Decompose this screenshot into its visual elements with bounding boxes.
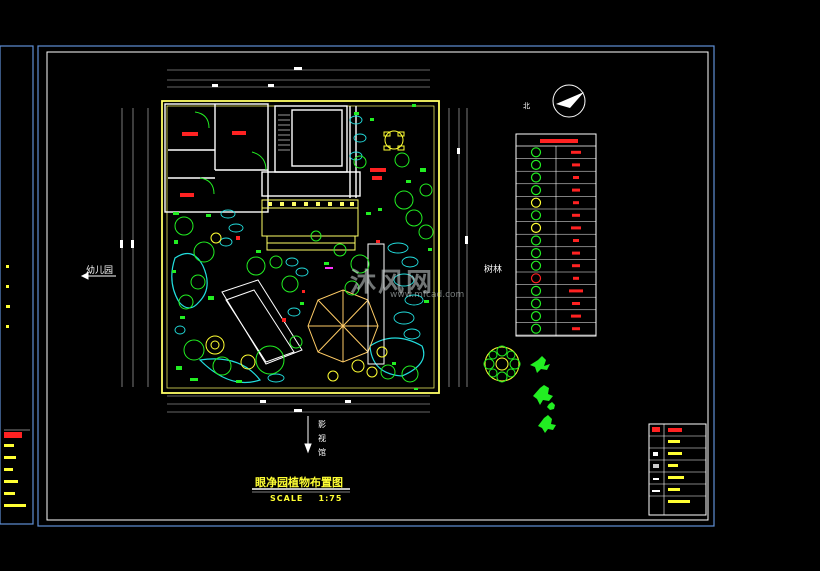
drawing-sheet-frame	[0, 45, 715, 527]
flower-symbol-icon	[483, 345, 521, 383]
rock-stones	[174, 115, 424, 383]
east-neighbor-label: 树林	[484, 265, 503, 275]
dimension-ticks	[120, 67, 468, 412]
legend-plant-name	[572, 251, 580, 255]
legend-plant-name	[572, 188, 580, 192]
room-labels	[180, 131, 386, 197]
drawing-title: 眼净园植物布置图	[255, 476, 343, 489]
legend-plant-symbol	[530, 147, 542, 158]
legend-plant-name	[571, 150, 581, 154]
watermark: 沐风网	[350, 268, 435, 298]
legend-plant-name	[572, 302, 580, 305]
scale-label: SCALE 1:75	[270, 494, 342, 503]
legend-plant-name	[573, 176, 579, 179]
scale-label-text: SCALE	[270, 494, 304, 503]
legend-plant-name	[573, 201, 579, 205]
legend-plant-name	[572, 163, 580, 167]
plant-legend-table	[515, 133, 597, 337]
garden-paths	[221, 279, 303, 365]
legend-plant-name	[569, 289, 583, 293]
railing	[268, 202, 354, 206]
legend-plant-name	[571, 226, 581, 230]
pavilion	[307, 243, 385, 365]
legend-plant-symbol	[530, 311, 542, 322]
legend-plant-symbol	[530, 210, 542, 221]
legend-plant-symbol	[530, 273, 542, 284]
watermark-url: www.mfcad.com	[390, 290, 465, 300]
south-neighbor-label: 影视馆	[318, 420, 326, 457]
stairs	[278, 114, 290, 151]
doors	[194, 111, 267, 195]
legend-plant-symbol	[530, 222, 542, 233]
legend-plant-name	[573, 276, 579, 280]
accent-flowers	[236, 236, 380, 322]
legend-plant-symbol	[530, 298, 542, 309]
terrace-steps	[261, 199, 359, 251]
title-block	[648, 423, 707, 516]
legend-plant-symbol	[530, 248, 542, 259]
title-underline	[252, 488, 350, 493]
legend-plant-symbol	[530, 260, 542, 271]
west-direction-arrow	[80, 272, 116, 280]
legend-plant-name	[573, 239, 579, 242]
legend-plant-symbol	[530, 323, 542, 334]
tree-symbols	[174, 152, 434, 383]
legend-plant-symbol	[530, 159, 542, 170]
south-direction-arrow	[304, 416, 312, 454]
legend-plant-name	[572, 327, 580, 331]
legend-plant-symbol	[530, 235, 542, 246]
west-neighbor-label: 幼儿园	[86, 266, 114, 276]
legend-plant-symbol	[530, 185, 542, 196]
previous-sheet-fragment	[4, 265, 30, 507]
legend-plant-symbol	[530, 172, 542, 183]
building-walls	[164, 103, 361, 213]
dimension-lines	[121, 69, 468, 413]
north-arrow-icon	[552, 84, 586, 118]
ground-cover-marks	[172, 104, 432, 390]
legend-plant-symbol	[530, 197, 542, 208]
shrub-symbol-icon	[530, 356, 556, 433]
scale-value: 1:75	[318, 494, 343, 503]
north-label: 北	[523, 102, 530, 110]
legend-plant-name	[571, 314, 581, 318]
plant-legend-rows	[516, 147, 596, 336]
legend-plant-name	[572, 213, 580, 217]
legend-plant-symbol	[530, 285, 542, 296]
yellow-shrub-symbols	[205, 130, 405, 382]
legend-plant-name	[572, 264, 580, 268]
